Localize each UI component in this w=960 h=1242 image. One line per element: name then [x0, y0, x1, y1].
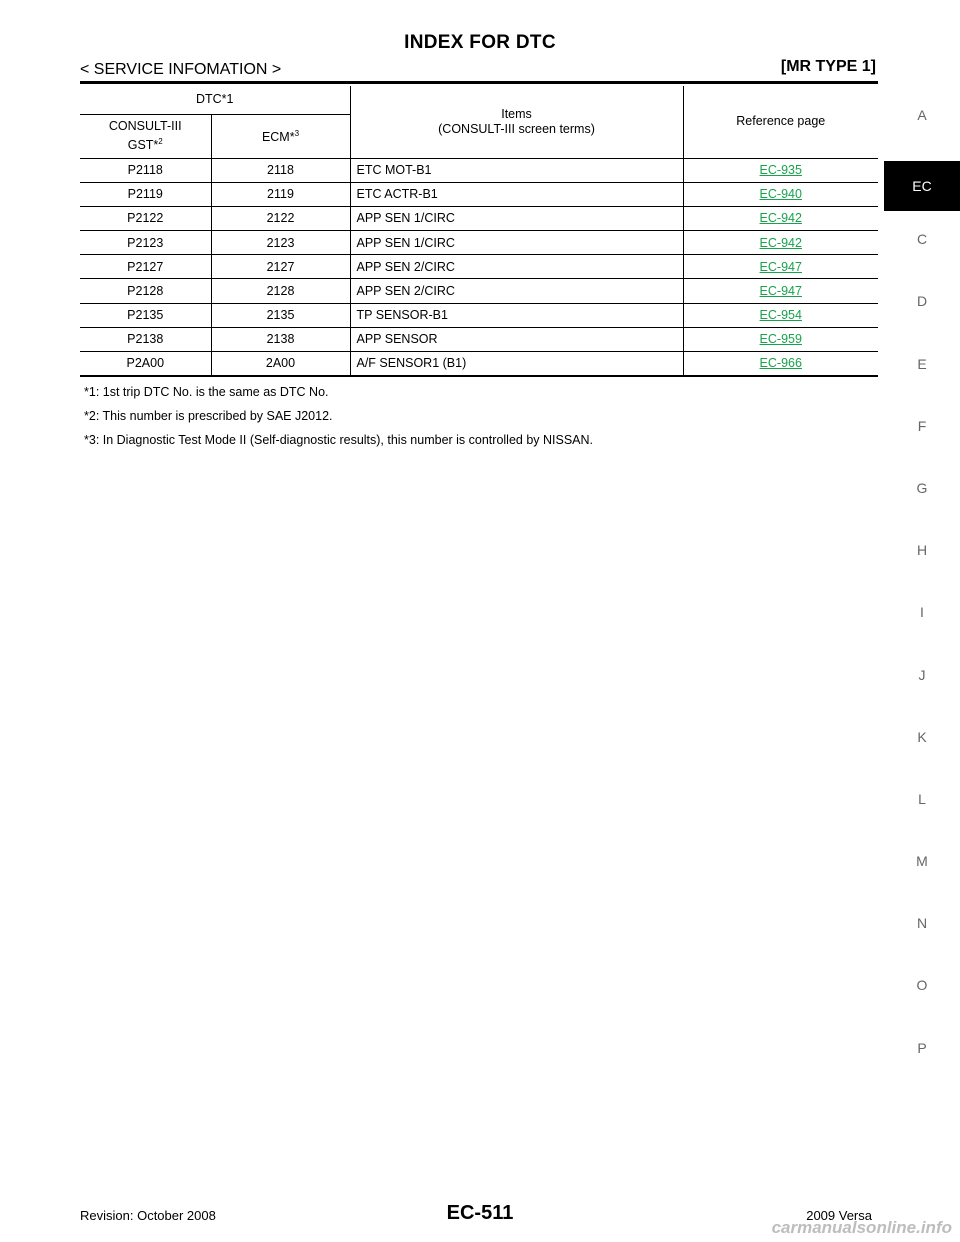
ecm-code: 2122: [210, 205, 350, 231]
section-index-tabs: A EC C D E F G H I J K L M N O P: [884, 95, 960, 1090]
dtc-group-header: DTC*1: [80, 86, 350, 115]
reference-link[interactable]: EC-942: [759, 235, 802, 250]
consult-code: P2119: [80, 181, 211, 207]
model-label: [MR TYPE 1]: [780, 58, 876, 75]
section-tab-o[interactable]: O: [916, 977, 928, 994]
page-title: INDEX FOR DTC: [404, 32, 556, 53]
consult-code: P2123: [80, 230, 211, 255]
ecm-code: 2123: [210, 230, 350, 255]
ecm-header: ECM*3: [210, 114, 350, 158]
item-name: A/F SENSOR1 (B1): [349, 350, 683, 377]
section-tab-l[interactable]: L: [918, 790, 926, 807]
consult-code: P2122: [80, 205, 211, 231]
footnote-2: *2: This number is prescribed by SAE J20…: [84, 409, 333, 423]
section-tab-ec[interactable]: EC: [884, 161, 960, 212]
item-name: ETC MOT-B1: [349, 157, 683, 183]
reference-cell: EC-942: [682, 230, 878, 255]
item-name: APP SEN 1/CIRC: [349, 230, 683, 255]
reference-link[interactable]: EC-940: [759, 187, 802, 202]
reference-cell: EC-947: [682, 278, 878, 304]
reference-cell: EC-942: [682, 205, 878, 231]
ecm-code: 2A00: [210, 350, 350, 377]
consult-header-gst: GST*: [127, 138, 159, 153]
consult-code: P2138: [80, 326, 211, 352]
consult-code: P2118: [80, 157, 211, 183]
section-tab-e[interactable]: E: [917, 355, 927, 372]
dtc-index-table: DTC*1 Items (CONSULT-III screen terms) R…: [80, 86, 878, 377]
item-name: APP SENSOR: [349, 326, 683, 352]
reference-link[interactable]: EC-947: [759, 259, 802, 274]
section-tab-a[interactable]: A: [917, 107, 927, 123]
item-name: APP SEN 2/CIRC: [349, 254, 683, 279]
dtc-group-header-label: DTC*1: [195, 92, 234, 107]
reference-cell: EC-954: [682, 302, 878, 328]
item-name: ETC ACTR-B1: [349, 181, 683, 207]
ecm-code: 2118: [210, 157, 350, 183]
item-name: APP SEN 2/CIRC: [349, 278, 683, 304]
section-tab-k[interactable]: K: [917, 728, 927, 745]
section-label: < SERVICE INFOMATION >: [80, 61, 282, 78]
footnote-1: *1: 1st trip DTC No. is the same as DTC …: [84, 385, 329, 399]
items-header-line1: Items: [501, 106, 532, 121]
reference-link[interactable]: EC-942: [759, 211, 802, 226]
reference-link[interactable]: EC-947: [759, 284, 802, 299]
reference-cell: EC-940: [682, 181, 878, 207]
section-tab-n[interactable]: N: [916, 915, 928, 932]
footer-model: 2009 Versa: [806, 1208, 872, 1223]
reference-cell: EC-959: [682, 326, 878, 352]
reference-cell: EC-966: [682, 350, 878, 377]
section-tab-i[interactable]: I: [920, 604, 924, 621]
table-row: P2135 2135 TP SENSOR-B1 EC-954: [80, 302, 878, 328]
section-tab-m[interactable]: M: [916, 853, 928, 870]
reference-link[interactable]: EC-959: [759, 332, 802, 347]
consult-header-line2: GST*2: [80, 134, 211, 153]
items-header: Items (CONSULT-III screen terms): [349, 86, 683, 158]
watermark: carmanualsonline.info: [771, 1218, 952, 1237]
section-tab-c[interactable]: C: [916, 231, 928, 248]
table-row: P2118 2118 ETC MOT-B1 EC-935: [80, 157, 878, 183]
reference-link[interactable]: EC-954: [759, 308, 802, 323]
item-name: APP SEN 1/CIRC: [349, 205, 683, 231]
table-row: P2128 2128 APP SEN 2/CIRC EC-947: [80, 278, 878, 304]
ecm-code: 2119: [210, 181, 350, 207]
section-tab-g[interactable]: G: [916, 479, 928, 496]
section-tab-p[interactable]: P: [917, 1039, 927, 1056]
consult-header-line1: CONSULT-III: [108, 118, 182, 133]
section-tab-d[interactable]: D: [916, 293, 928, 310]
section-tab-j[interactable]: J: [918, 666, 926, 683]
footnotes: *1: 1st trip DTC No. is the same as DTC …: [84, 380, 593, 452]
table-row: P2127 2127 APP SEN 2/CIRC EC-947: [80, 254, 878, 279]
ecm-code: 2127: [210, 254, 350, 279]
footer-revision: Revision: October 2008: [80, 1208, 216, 1223]
consult-code: P2A00: [80, 350, 211, 377]
reference-cell: EC-947: [682, 254, 878, 279]
header-divider: [80, 81, 878, 84]
footnote-3: *3: In Diagnostic Test Mode II (Self-dia…: [84, 433, 594, 447]
ecm-code: 2138: [210, 326, 350, 352]
table-row: P2138 2138 APP SENSOR EC-959: [80, 326, 878, 352]
consult-code: P2128: [80, 278, 211, 304]
table-row: P2119 2119 ETC ACTR-B1 EC-940: [80, 181, 878, 207]
consult-header-sup: 2: [158, 136, 163, 146]
table-row: P2122 2122 APP SEN 1/CIRC EC-942: [80, 205, 878, 231]
consult-code: P2127: [80, 254, 211, 279]
ecm-header-label: ECM*: [261, 130, 295, 145]
section-tab-h[interactable]: H: [916, 542, 928, 559]
reference-link[interactable]: EC-966: [759, 356, 802, 371]
ecm-header-sup: 3: [294, 129, 300, 139]
footer-page-number: EC-511: [446, 1202, 514, 1224]
ecm-code: 2128: [210, 278, 350, 304]
items-header-line2: (CONSULT-III screen terms): [438, 121, 595, 136]
reference-cell: EC-935: [682, 157, 878, 183]
ecm-code: 2135: [210, 302, 350, 328]
consult-code: P2135: [80, 302, 211, 328]
table-row: P2123 2123 APP SEN 1/CIRC EC-942: [80, 230, 878, 255]
reference-header-label: Reference page: [736, 114, 826, 129]
reference-header: Reference page: [682, 86, 878, 158]
reference-link[interactable]: EC-935: [759, 163, 802, 178]
section-tab-f[interactable]: F: [917, 417, 927, 434]
consult-header: CONSULT-III GST*2: [80, 114, 211, 158]
table-row: P2A00 2A00 A/F SENSOR1 (B1) EC-966: [80, 350, 878, 377]
item-name: TP SENSOR-B1: [349, 302, 683, 328]
